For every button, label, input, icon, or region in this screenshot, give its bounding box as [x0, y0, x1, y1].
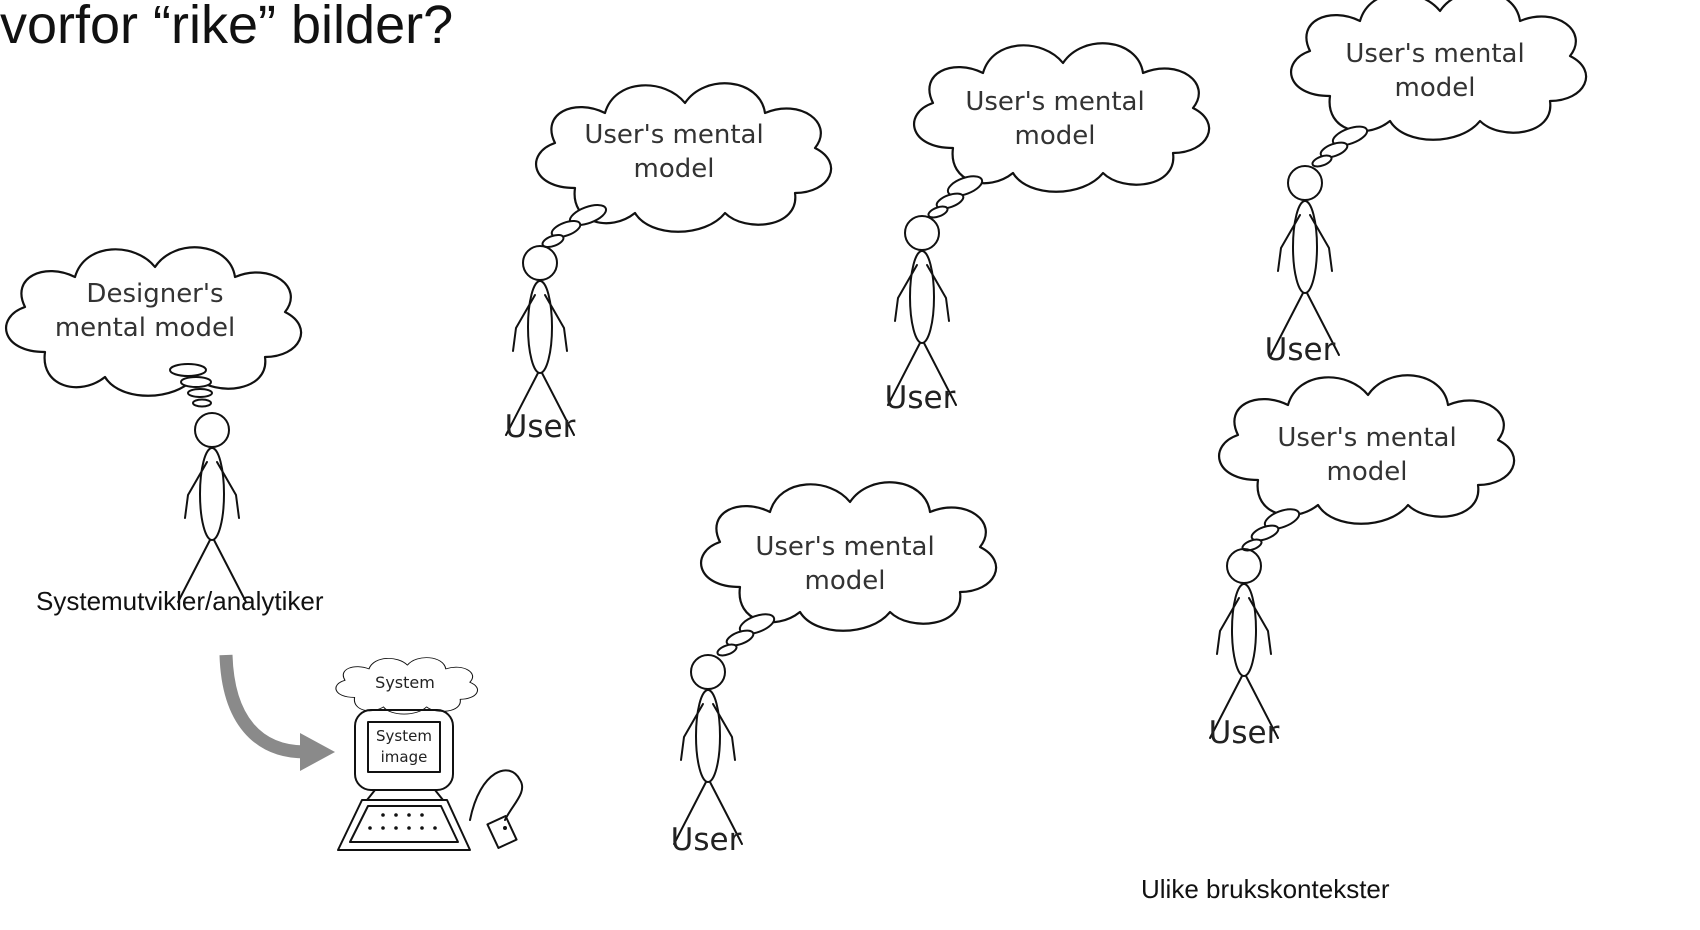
- user-thought-cloud-2: User's mental model: [912, 42, 1211, 193]
- user-thought-bubbles-5: [1241, 508, 1301, 552]
- user-cloud-line2-1: model: [634, 154, 715, 184]
- user-label-2: User: [885, 380, 956, 416]
- user-cloud-line1-1: User's mental: [584, 120, 763, 150]
- designer-cloud-line1: Designer's: [86, 279, 223, 309]
- user-cloud-line2-3: model: [1395, 73, 1476, 103]
- user-thought-cloud-1: User's mental model: [534, 82, 833, 233]
- user-label-3: User: [1265, 332, 1336, 368]
- user-cloud-line1-5: User's mental: [1277, 423, 1456, 453]
- user-group-1: User's mental model User: [505, 82, 833, 445]
- user-stick-figure-2: [887, 215, 957, 406]
- designer-group: Designer's mental model: [4, 246, 303, 603]
- user-label-5: User: [1209, 715, 1280, 751]
- user-cloud-line2-2: model: [1015, 121, 1096, 151]
- contexts-caption: Ulike brukskontekster: [1141, 874, 1390, 904]
- user-thought-bubbles-4: [716, 613, 776, 657]
- user-cloud-line1-3: User's mental: [1345, 39, 1524, 69]
- user-group-3: User's mental model User: [1265, 0, 1588, 368]
- user-cloud-line1-2: User's mental: [965, 87, 1144, 117]
- user-stick-figure-5: [1209, 548, 1279, 739]
- user-stick-figure-3: [1270, 165, 1340, 356]
- user-label-1: User: [505, 409, 576, 445]
- designer-thought-bubbles: [169, 363, 213, 408]
- user-thought-bubbles-2: [927, 175, 984, 219]
- user-cloud-line2-4: model: [805, 566, 886, 596]
- user-group-5: User's mental model User: [1209, 374, 1516, 751]
- system-screen-line2: image: [381, 748, 428, 766]
- user-group-2: User's mental model User: [885, 42, 1211, 416]
- user-thought-bubbles-1: [541, 204, 608, 249]
- designer-caption: Systemutvikler/analytiker: [36, 586, 324, 616]
- user-cloud-line1-4: User's mental: [755, 532, 934, 562]
- user-thought-cloud-4: User's mental model: [699, 481, 998, 632]
- designer-cloud-line2: mental model: [55, 313, 235, 343]
- user-thought-bubbles-3: [1311, 125, 1369, 168]
- user-thought-cloud-5: User's mental model: [1217, 374, 1516, 525]
- user-cloud-line2-5: model: [1327, 457, 1408, 487]
- system-screen-line1: System: [376, 727, 432, 745]
- user-label-4: User: [671, 822, 742, 858]
- user-thought-cloud-3: User's mental model: [1289, 0, 1588, 141]
- user-stick-figure-1: [505, 245, 575, 436]
- curved-arrow-icon: [219, 654, 335, 771]
- user-stick-figure-4: [673, 654, 743, 845]
- designer-stick-figure: [177, 412, 247, 603]
- designer-thought-cloud: Designer's mental model: [4, 246, 303, 397]
- user-group-4: User's mental model User: [671, 481, 998, 858]
- computer-icon: System System image: [335, 657, 524, 851]
- system-cloud-label: System: [375, 673, 435, 692]
- slide-title: vorfor “rike” bilder?: [0, 0, 454, 55]
